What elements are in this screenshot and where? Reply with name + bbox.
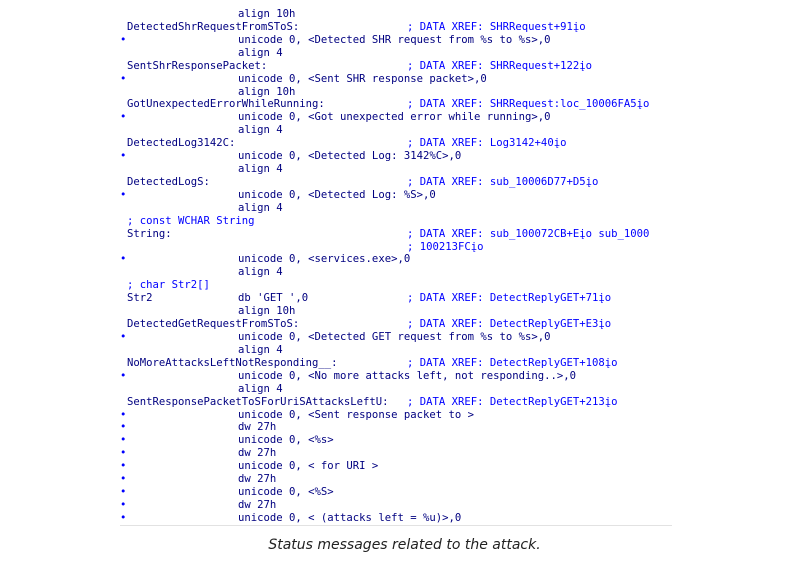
bullet-icon: • (120, 434, 127, 447)
bullet-icon: • (120, 150, 127, 163)
listing-instruction: unicode 0, <Detected GET request from %s… (238, 331, 551, 343)
listing-comment: ; const WCHAR String (127, 214, 255, 227)
bullet-icon: • (120, 460, 127, 473)
listing-label[interactable]: GotUnexpectedErrorWhileRunning: (127, 98, 325, 111)
listing-xref[interactable]: ; 100213FCįo (407, 240, 484, 253)
listing-comment: ; char Str2[] (127, 279, 210, 292)
listing-xref[interactable]: ; DATA XREF: DetectReplyGET+108įo (407, 356, 618, 369)
listing-label[interactable]: NoMoreAttacksLeftNotResponding__: (127, 356, 338, 369)
listing-instruction: unicode 0, <%s> (238, 434, 334, 447)
listing-instruction: align 10h (238, 8, 296, 20)
listing-instruction: unicode 0, <No more attacks left, not re… (238, 369, 577, 382)
listing-instruction: align 10h (238, 305, 296, 318)
listing-xref[interactable]: ; DATA XREF: SHRRequest+91įo (407, 20, 586, 33)
listing-label[interactable]: SentShrResponsePacket: (127, 59, 268, 72)
listing-xref[interactable]: ; DATA XREF: DetectReplyGET+E3įo (407, 318, 612, 331)
listing-instruction: unicode 0, <services.exe>,0 (238, 253, 411, 266)
bullet-icon: • (120, 188, 127, 201)
figure-caption: Status messages related to the attack. (268, 537, 541, 553)
listing-xref[interactable]: ; DATA XREF: SHRRequest:loc_10006FA5įo (407, 98, 650, 111)
bullet-icon: • (120, 447, 127, 460)
listing-instruction: align 4 (238, 163, 283, 176)
listing-instruction: dw 27h (238, 421, 277, 434)
bullet-icon: • (120, 33, 127, 46)
bullet-icon: • (120, 408, 127, 421)
listing-instruction: unicode 0, <Detected SHR request from %s… (238, 33, 551, 46)
listing-xref[interactable]: ; DATA XREF: sub_10006D77+D5įo (407, 175, 599, 188)
bullet-icon: • (120, 486, 127, 499)
listing-xref[interactable]: ; DATA XREF: DetectReplyGET+71įo (407, 292, 612, 305)
listing-instruction: unicode 0, <%S> (238, 486, 334, 499)
listing-instruction: unicode 0, < (attacks left = %u)>,0 (238, 511, 462, 524)
listing-instruction: unicode 0, <Detected Log: 3142%C>,0 (238, 150, 462, 163)
listing-instruction: dw 27h (238, 498, 277, 511)
listing-instruction: dw 27h (238, 473, 277, 486)
listing-instruction: unicode 0, <Sent response packet to > (238, 408, 474, 421)
listing-label[interactable]: DetectedShrRequestFromSToS: (127, 20, 300, 33)
listing-instruction: unicode 0, <Got unexpected error while r… (238, 111, 551, 124)
listing-label[interactable]: Str2 (127, 292, 153, 305)
listing-instruction: align 4 (238, 201, 283, 214)
bullet-icon: • (120, 72, 127, 85)
bullet-icon: • (120, 421, 127, 434)
listing-instruction: align 4 (238, 46, 283, 59)
listing-instruction: align 4 (238, 124, 283, 137)
bullet-icon: • (120, 253, 127, 266)
listing-xref[interactable]: ; DATA XREF: sub_100072CB+Eįo sub_1000 (407, 227, 650, 240)
listing-label[interactable]: DetectedGetRequestFromSToS: (127, 318, 300, 331)
bullet-icon: • (120, 473, 127, 486)
listing-label[interactable]: DetectedLog3142C: (127, 137, 236, 150)
listing-instruction: align 4 (238, 266, 283, 279)
listing-xref[interactable]: ; DATA XREF: Log3142+40įo (407, 137, 567, 150)
bullet-icon: • (120, 331, 127, 343)
listing-instruction: dw 27h (238, 447, 277, 460)
listing-instruction: unicode 0, <Sent SHR response packet>,0 (238, 72, 487, 85)
listing-instruction: align 10h (238, 85, 296, 98)
listing-instruction: db 'GET ',0 (238, 292, 309, 305)
listing-xref[interactable]: ; DATA XREF: SHRRequest+122įo (407, 59, 592, 72)
bullet-icon: • (120, 111, 127, 124)
listing-xref[interactable]: ; DATA XREF: DetectReplyGET+213įo (407, 395, 618, 408)
listing-label[interactable]: String: (127, 227, 172, 240)
listing-instruction: unicode 0, <Detected Log: %S>,0 (238, 188, 436, 201)
bullet-icon: • (120, 511, 127, 524)
listing-instruction: align 4 (238, 343, 283, 356)
listing-label[interactable]: SentResponsePacketToSForUriSAttacksLeftU… (127, 395, 389, 408)
listing-label[interactable]: DetectedLogS: (127, 175, 210, 188)
bullet-icon: • (120, 369, 127, 382)
listing-instruction: align 4 (238, 382, 283, 395)
listing-instruction: unicode 0, < for URI > (238, 460, 379, 473)
bullet-icon: • (120, 498, 127, 511)
